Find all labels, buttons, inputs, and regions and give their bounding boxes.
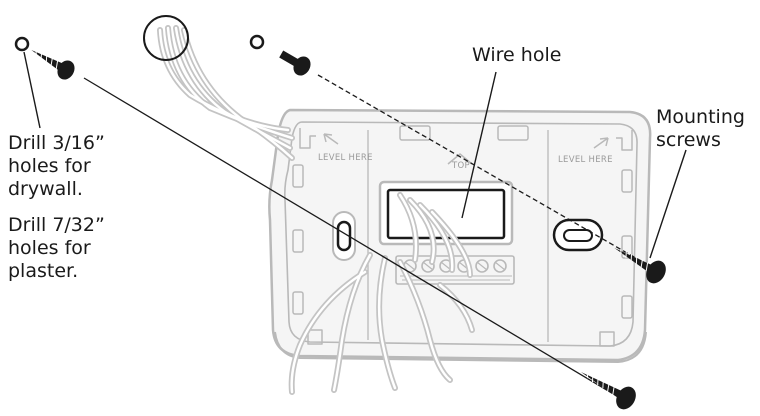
mounting-slot-right [552, 218, 604, 252]
drill-plaster-line-3: plaster. [8, 260, 79, 282]
top-text: TOP [451, 161, 470, 171]
drill-drywall-line-3: drywall. [8, 178, 83, 200]
level-here-right-text: LEVEL HERE [558, 155, 613, 165]
drill-plaster-line-1: Drill 7/32” [8, 214, 105, 236]
wire-bundle-circle [143, 15, 189, 61]
screw-bottom-left [580, 372, 636, 410]
mounting-screws-line-2: screws [656, 129, 721, 151]
drill-drywall-label: Drill 3/16” holes for drywall. [8, 132, 105, 201]
drill-hole-left [14, 36, 30, 52]
mounting-slot-left [332, 211, 356, 261]
screw-path-left [83, 77, 621, 399]
level-here-left-text: LEVEL HERE [318, 153, 373, 163]
leader-drill [23, 51, 41, 129]
drill-drywall-line-1: Drill 3/16” [8, 132, 105, 154]
screw-top-right [279, 50, 311, 76]
leader-wire-hole [461, 71, 497, 219]
drill-drywall-line-2: holes for [8, 155, 91, 177]
screw-top-left [31, 50, 75, 80]
screw-bottom-right [614, 248, 666, 284]
mounting-screws-label: Mounting screws [656, 106, 745, 152]
drill-hole-right [249, 34, 265, 50]
drill-plaster-label: Drill 7/32” holes for plaster. [8, 214, 105, 283]
drill-plaster-line-2: holes for [8, 237, 91, 259]
mounting-screws-line-1: Mounting [656, 106, 745, 128]
wire-hole-label: Wire hole [472, 44, 562, 66]
leader-mounting-screws [649, 149, 687, 259]
